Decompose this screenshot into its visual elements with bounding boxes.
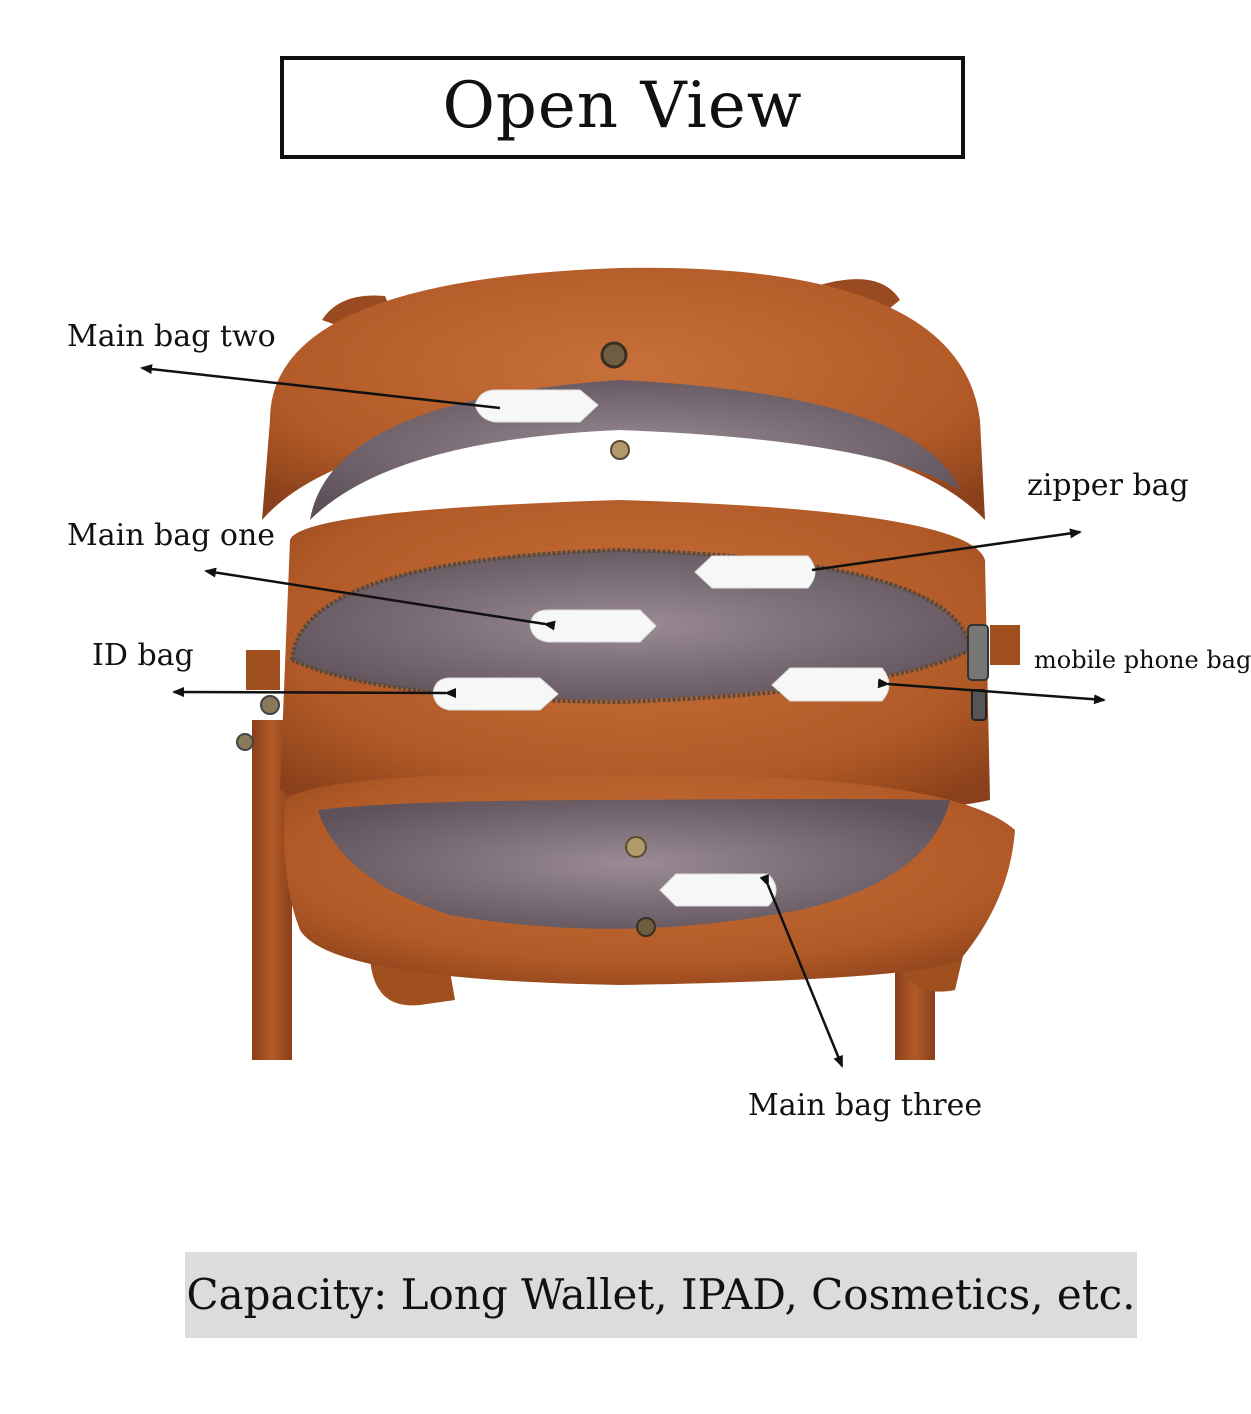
front-flap	[284, 774, 1015, 985]
tag-mobile-phone-bag	[771, 667, 890, 702]
arrow-id-bag	[172, 687, 457, 699]
label-main-bag-one: Main bag one	[67, 518, 276, 553]
main-body	[246, 500, 1020, 816]
title-box: Open View	[280, 56, 965, 159]
arrow-main-bag-two	[140, 364, 501, 410]
pocket-tags	[432, 389, 890, 907]
capacity-banner: Capacity: Long Wallet, IPAD, Cosmetics, …	[185, 1252, 1137, 1338]
tag-zipper-bag	[694, 555, 816, 589]
arrow-zipper-bag	[811, 528, 1082, 572]
arrow-mobile-phone-bag	[877, 678, 1106, 705]
arrow-main-bag-one	[204, 567, 556, 631]
callout-arrows	[140, 364, 1106, 1068]
tag-main-bag-three	[659, 873, 777, 907]
tag-main-bag-two	[474, 389, 599, 423]
capacity-text: Capacity: Long Wallet, IPAD, Cosmetics, …	[186, 1270, 1136, 1319]
label-mobile-phone-bag: mobile phone bag	[1034, 646, 1251, 674]
label-id-bag: ID bag	[92, 638, 194, 673]
label-main-bag-three: Main bag three	[748, 1088, 983, 1123]
arrow-main-bag-three	[759, 873, 844, 1068]
label-main-bag-two: Main bag two	[67, 319, 276, 354]
rear-flap	[262, 267, 985, 520]
label-zipper-bag: zipper bag	[1027, 468, 1189, 503]
page-title: Open View	[442, 68, 803, 143]
tag-main-bag-one	[529, 609, 657, 643]
tag-id-bag	[432, 677, 559, 711]
